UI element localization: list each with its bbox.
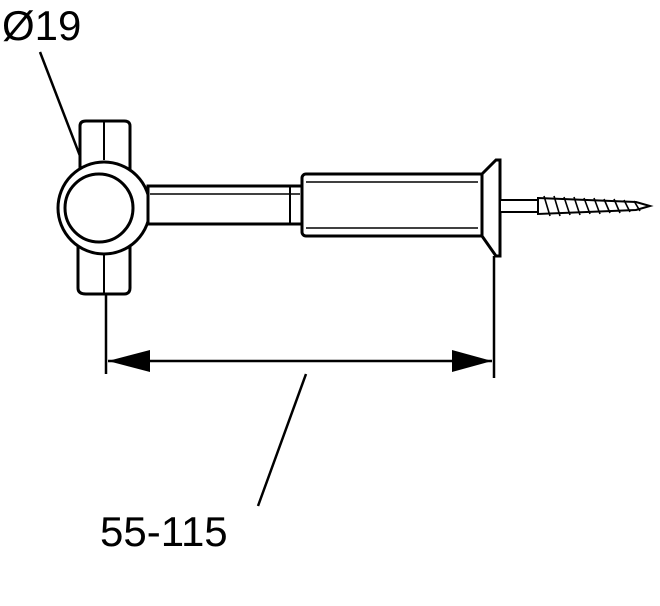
pipe-cross-section bbox=[63, 172, 135, 244]
pipe-clamp bbox=[56, 119, 152, 296]
length-label: 55-115 bbox=[100, 508, 228, 555]
arrowhead-left bbox=[108, 350, 150, 372]
support-rod bbox=[146, 184, 310, 226]
dimension-lines bbox=[104, 256, 496, 378]
wood-screw bbox=[499, 195, 654, 217]
arrowhead-right bbox=[452, 350, 492, 372]
length-leader-line bbox=[256, 373, 308, 507]
diameter-label: Ø19 bbox=[2, 2, 81, 49]
wall-sleeve bbox=[300, 158, 502, 258]
